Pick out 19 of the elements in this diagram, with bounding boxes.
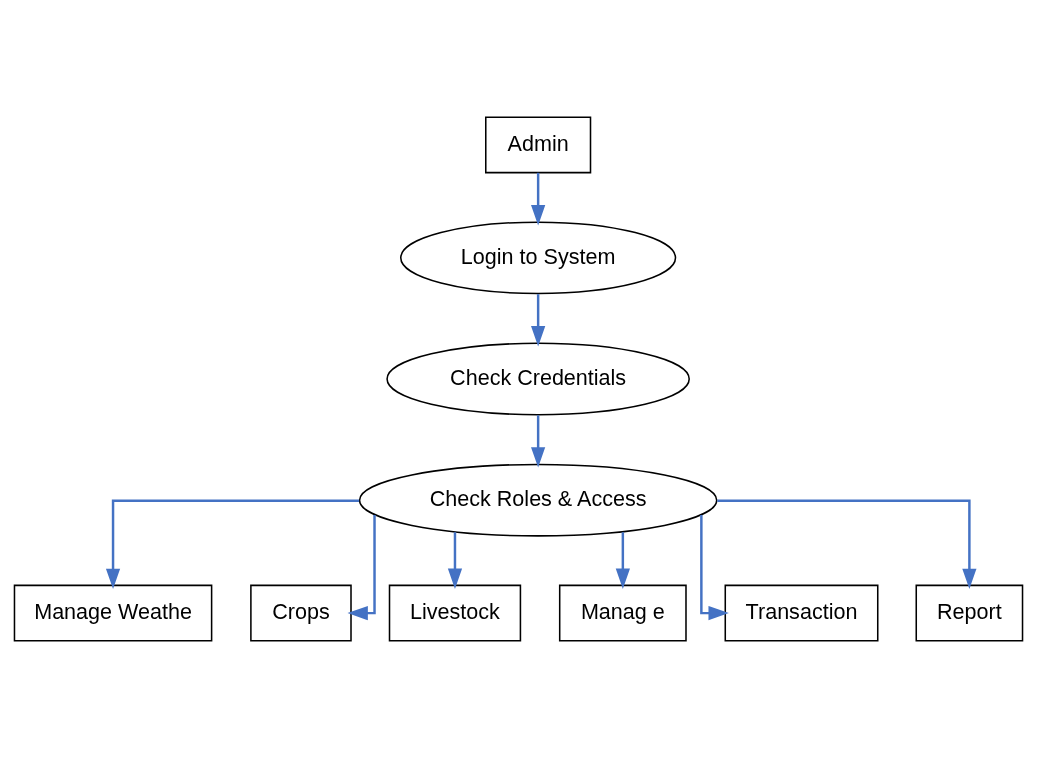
arrow (717, 499, 977, 590)
node-box: Livestock (388, 584, 522, 642)
node-ellipse: Check Credentials (386, 342, 690, 416)
node-box: Manage Weathe (13, 584, 213, 642)
arrow (700, 514, 729, 621)
arrow (105, 499, 360, 590)
arrow (347, 514, 376, 621)
arrow (615, 532, 630, 589)
node-box: Manag e (558, 584, 687, 642)
node-ellipse: Login to System (400, 221, 677, 295)
arrow (531, 172, 546, 226)
node-ellipse: Check Roles & Access (358, 463, 718, 537)
node-box: Report (915, 584, 1024, 642)
arrow (447, 532, 463, 589)
node-box: Transaction (724, 584, 879, 642)
node-box: Admin (485, 116, 592, 174)
arrow (531, 294, 546, 347)
node-box: Crops (250, 584, 352, 642)
arrow (531, 415, 546, 468)
